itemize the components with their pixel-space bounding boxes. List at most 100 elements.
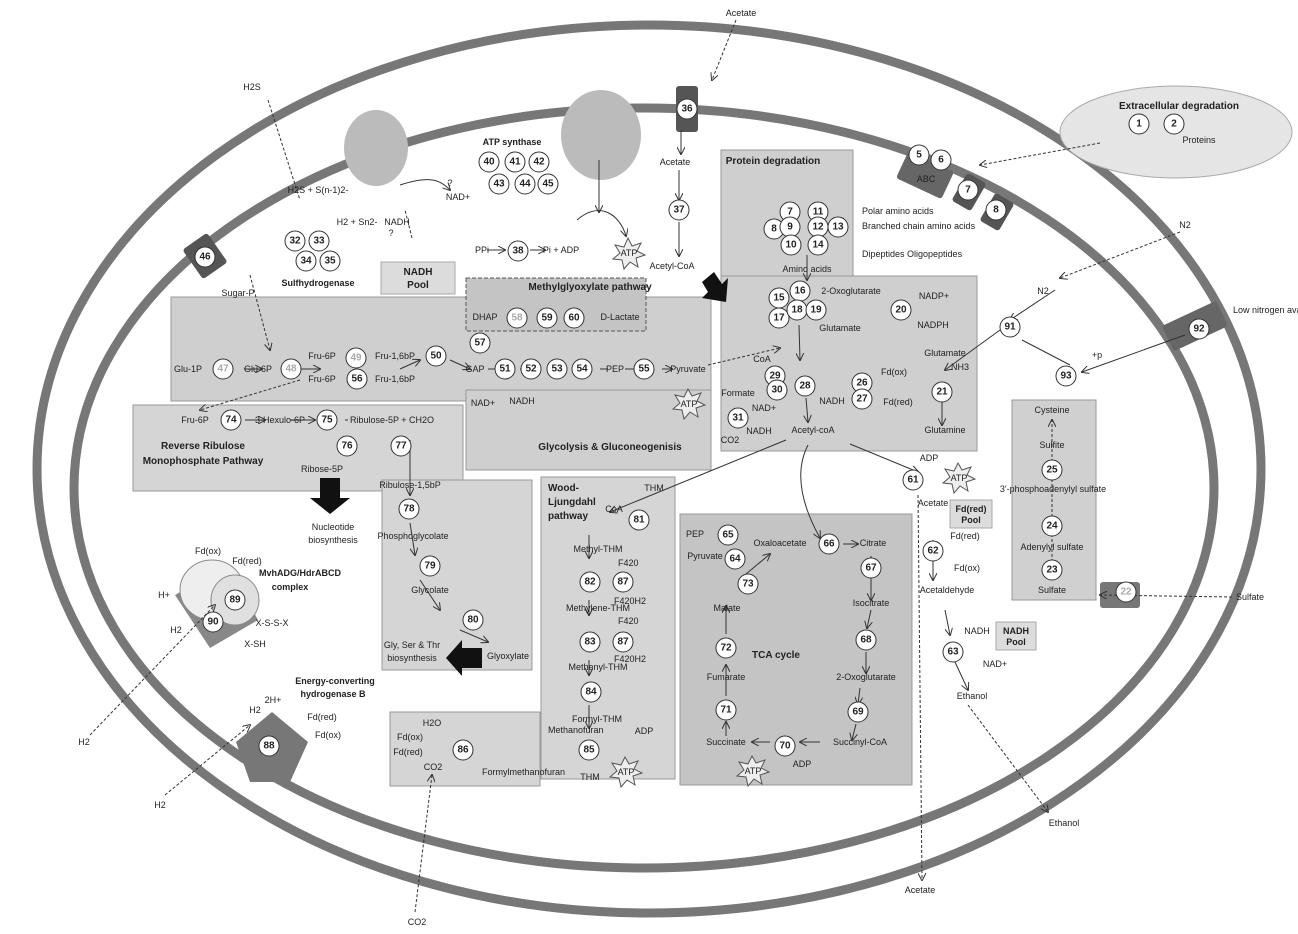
atp-label-3: ATP — [951, 473, 968, 483]
label-mvh-1: MvhADG/HdrABCD — [259, 568, 341, 578]
label-succinate: Succinate — [706, 737, 746, 747]
label-adp3: ADP — [920, 453, 939, 463]
label-ppi: PPi — [475, 245, 489, 255]
label-q2: ? — [447, 178, 452, 188]
label-fru6p-a: Fru-6P — [308, 351, 336, 361]
label-nadh-q: NADH — [384, 217, 410, 227]
label-wood-2: Ljungdahl — [548, 497, 596, 508]
label-sulfate-in: Sulfate — [1038, 585, 1066, 595]
label-h-plus: H+ — [158, 590, 170, 600]
label-plus-p: +p — [1092, 350, 1102, 360]
enzyme-number-47: 47 — [217, 364, 229, 375]
enzyme-number-91: 91 — [1004, 322, 1016, 333]
label-fru16bp-a: Fru-1,6bP — [375, 351, 415, 361]
label-thm: THM — [644, 483, 664, 493]
label-branched-aa: Branched chain amino acids — [862, 221, 976, 231]
enzyme-number-5: 5 — [916, 150, 922, 161]
enzyme-number-14: 14 — [812, 240, 824, 251]
enzyme-number-56: 56 — [351, 374, 363, 385]
label-nadh2: NADH — [509, 396, 535, 406]
label-fd-ox4: Fd(ox) — [195, 546, 221, 556]
label-citrate: Citrate — [860, 538, 887, 548]
enzyme-number-17: 17 — [773, 313, 785, 324]
label-f420-2: F420 — [618, 616, 639, 626]
label-2h: 2H+ — [265, 695, 282, 705]
label-sulfate-out: Sulfate — [1236, 592, 1264, 602]
label-acetate-bottom: Acetate — [905, 885, 936, 895]
enzyme-number-78: 78 — [403, 504, 415, 515]
enzyme-number-12: 12 — [812, 222, 824, 233]
enzyme-number-45: 45 — [542, 179, 554, 190]
nadh-pool2-label: NADH — [1003, 626, 1029, 636]
enzyme-number-31: 31 — [732, 413, 744, 424]
label-nad-plus2: NAD+ — [471, 398, 495, 408]
label-sulfite: Sulfite — [1039, 440, 1064, 450]
enzyme-number-62: 62 — [927, 546, 939, 557]
enzyme-number-26: 26 — [856, 378, 868, 389]
enzyme-number-79: 79 — [424, 561, 436, 572]
enzyme-number-71: 71 — [720, 705, 732, 716]
enzyme-number-85: 85 — [583, 745, 595, 756]
label-co2-bottom: CO2 — [408, 917, 427, 927]
label-glyoxylate: Glyoxylate — [487, 651, 529, 661]
label-ethanol-out: Ethanol — [1049, 818, 1080, 828]
label-fd-ox5: Fd(ox) — [954, 563, 980, 573]
label-acetate-61: Acetate — [918, 498, 949, 508]
enzyme-number-63: 63 — [947, 647, 959, 658]
enzyme-number-67: 67 — [865, 563, 877, 574]
label-adp: ADP — [635, 726, 654, 736]
enzyme-number-60: 60 — [568, 313, 580, 324]
atp-label-2: ATP — [681, 399, 698, 409]
enzyme-number-68: 68 — [860, 635, 872, 646]
label-protein-degradation: Protein degradation — [726, 156, 820, 167]
enzyme-number-22: 22 — [1120, 587, 1132, 598]
enzyme-number-10: 10 — [785, 240, 797, 251]
enzyme-number-82: 82 — [584, 577, 596, 588]
label-oxaloacetate: Oxaloacetate — [753, 538, 806, 548]
fdred-pool-label2: Pool — [961, 515, 981, 525]
sulfhydrogenase-protein — [344, 110, 408, 186]
label-n2-in: N2 — [1037, 286, 1049, 296]
label-malate: Malate — [713, 603, 740, 613]
label-h2-b: H2 — [154, 800, 166, 810]
label-glu1p: Glu-1P — [174, 364, 202, 374]
label-pep: PEP — [606, 364, 624, 374]
enzyme-number-2: 2 — [1171, 119, 1177, 130]
label-cysteine: Cysteine — [1034, 405, 1069, 415]
nadh-pool-label2: Pool — [407, 280, 429, 291]
enzyme-number-46: 46 — [199, 252, 211, 263]
atp-synthase-protein — [561, 90, 641, 180]
enzyme-number-7: 7 — [787, 207, 793, 218]
label-fru16bp-b: Fru-1,6bP — [375, 374, 415, 384]
label-fd-red: Fd(red) — [883, 397, 913, 407]
label-wood-1: Wood- — [548, 483, 579, 494]
label-d-lactate: D-Lactate — [600, 312, 639, 322]
atp-label-4: ATP — [618, 767, 635, 777]
label-acetaldehyde: Acetaldehyde — [920, 585, 975, 595]
enzyme-number-86: 86 — [457, 745, 469, 756]
label-isocitrate: Isocitrate — [853, 598, 890, 608]
enzyme-number-73: 73 — [742, 579, 754, 590]
label-thm2: THM — [580, 772, 600, 782]
label-nad-plus3: NAD+ — [752, 403, 776, 413]
label-amino-acids: Amino acids — [782, 264, 832, 274]
label-acetate-in: Acetate — [660, 157, 691, 167]
enzyme-number-87: 87 — [617, 577, 629, 588]
label-glutamate: Glutamate — [819, 323, 861, 333]
enzyme-number-61: 61 — [907, 475, 919, 486]
enzyme-number-74: 74 — [225, 415, 237, 426]
enzyme-number-44: 44 — [519, 179, 531, 190]
enzyme-number-35: 35 — [324, 256, 336, 267]
label-mvh-2: complex — [272, 582, 309, 592]
enzyme-number-66: 66 — [823, 539, 835, 550]
label-h2-d: H2 — [249, 705, 261, 715]
label-fd-red4: Fd(red) — [232, 556, 262, 566]
label-nadh3: NADH — [746, 426, 772, 436]
enzyme-number-49: 49 — [350, 353, 362, 364]
label-co2: CO2 — [721, 435, 740, 445]
label-nad5: NAD+ — [983, 659, 1007, 669]
label-pyruvate2: Pyruvate — [687, 551, 723, 561]
label-h2o: H2O — [423, 718, 442, 728]
label-xssx: X-S-S-X — [255, 618, 288, 628]
